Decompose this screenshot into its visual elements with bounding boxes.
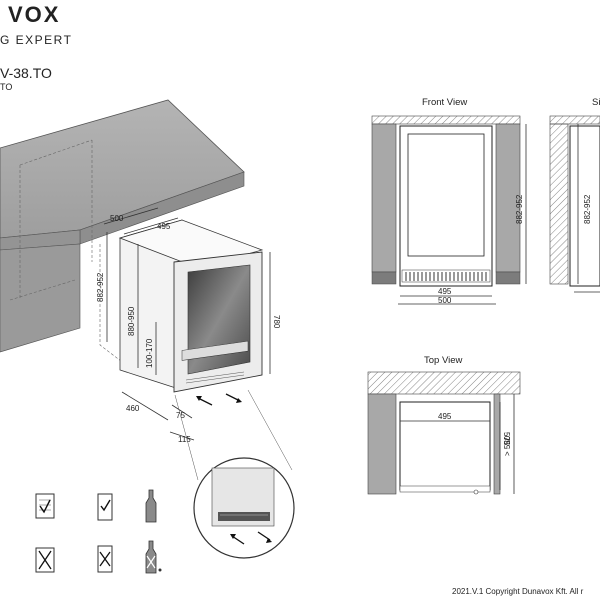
dim-depth: 460 xyxy=(126,404,140,413)
left-cabinet xyxy=(0,243,81,353)
side-view: Si 882-952 xyxy=(549,97,600,293)
dim-niche-width: 500 xyxy=(110,214,124,223)
model-code: V-38.TO xyxy=(0,65,52,81)
dim-plinth-height: 100-170 xyxy=(145,338,154,368)
copyright-notice: 2021.V.1 Copyright Dunavox Kft. All r xyxy=(452,587,584,596)
front-dim-height: 882-952 xyxy=(515,194,524,224)
dim-door-height: 780 xyxy=(272,315,281,329)
top-dim-min-depth: > 580 xyxy=(503,435,512,456)
bottle-icon xyxy=(145,489,157,523)
ventilation-grille xyxy=(181,340,249,361)
door-check-icon xyxy=(97,493,113,521)
front-view-vents xyxy=(405,272,487,281)
side-view-title: Si xyxy=(592,97,600,108)
dim-unit-width: 495 xyxy=(157,222,171,231)
airflow-arrows xyxy=(196,393,242,406)
front-view-title: Front View xyxy=(422,97,467,108)
door-cross-icon xyxy=(97,545,113,573)
brand-logo: VOX xyxy=(8,2,60,27)
manual-icon xyxy=(35,493,55,519)
dim-niche-height: 882-952 xyxy=(96,272,105,302)
isometric-installation-drawing: 500 495 882-952 880-950 100-170 780 460 … xyxy=(0,99,295,559)
front-view: Front View 495 500 882-952 xyxy=(371,97,527,305)
front-view-glass xyxy=(407,133,485,257)
detail-zoom-circle xyxy=(193,457,295,559)
top-view: Top View 495 575 > 580 xyxy=(367,355,521,495)
front-dim-inner-width: 495 xyxy=(438,287,452,296)
model-subcode: TO xyxy=(0,82,12,92)
top-dim-width: 495 xyxy=(438,412,452,421)
instruction-icons xyxy=(35,489,162,574)
top-view-appliance xyxy=(399,401,491,491)
brand-tagline: G EXPERT xyxy=(0,33,72,47)
top-view-title: Top View xyxy=(424,355,463,366)
front-dim-outer-width: 500 xyxy=(438,296,452,305)
manual-cross-icon xyxy=(35,547,55,573)
dim-side-gap: 115 xyxy=(178,435,191,444)
top-dim-depth: 575 xyxy=(502,432,511,446)
dim-unit-height: 880-950 xyxy=(127,306,136,336)
brand-logo-text: VOX xyxy=(8,2,60,27)
side-dim-height: 882-952 xyxy=(583,194,592,224)
bottle-temperature-icon xyxy=(145,540,162,574)
